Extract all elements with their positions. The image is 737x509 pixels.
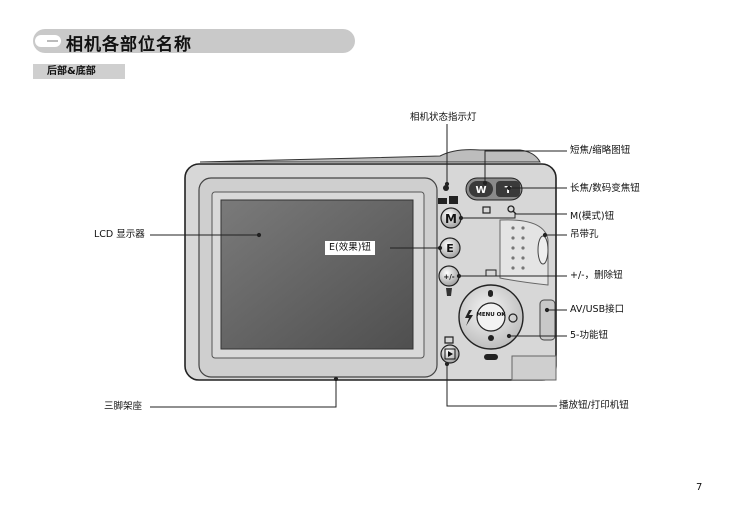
title-bar [33, 29, 355, 53]
print-icon [444, 336, 454, 344]
av-usb-port [539, 299, 556, 341]
play-icon [448, 351, 453, 357]
thumbnail-icon [482, 206, 491, 214]
label-strap-eyelet: 吊带孔 [570, 229, 599, 240]
label-av-usb: AV/USB接口 [570, 304, 625, 315]
camera-mode-icon [438, 198, 447, 204]
magnifier-icon [507, 205, 515, 213]
lcd-screen [220, 199, 414, 350]
dpof-icon [484, 354, 498, 360]
zoom-w-key-label: W [475, 185, 486, 196]
plus-minus-delete-button: +/- [438, 265, 460, 296]
title-bar-pill-icon [35, 35, 61, 47]
leader-lines [150, 124, 567, 408]
label-tripod: 三脚架座 [104, 401, 143, 412]
mode-button: M [440, 207, 462, 229]
five-function-pad: MENU OK [458, 269, 524, 360]
label-status-lamp: 相机状态指示灯 [410, 112, 477, 123]
play-button [440, 344, 460, 364]
microphone-icon [488, 290, 493, 297]
menu-ok-button [476, 302, 506, 332]
strap-eyelet [537, 235, 549, 265]
label-mode-button: M(模式)钮 [570, 211, 615, 222]
page-number: 7 [696, 482, 703, 493]
zoom-w-button [469, 181, 493, 197]
label-plus-minus-delete: +/-，删除钮 [570, 270, 623, 281]
label-zoom-w: 短焦/缩略图钮 [570, 145, 631, 156]
macro-icon [488, 335, 494, 341]
label-play-print: 播放钮/打印机钮 [559, 400, 629, 411]
trash-icon [446, 288, 452, 296]
label-zoom-t: 长焦/数码变焦钮 [570, 183, 640, 194]
page-title: 相机各部位名称 [66, 35, 192, 55]
label-five-function: 5-功能钮 [570, 330, 608, 341]
effect-button: E [439, 237, 461, 259]
zoom-t-key-label: T [505, 185, 512, 196]
mode-button-key: M [445, 212, 457, 226]
pm-key: +/- [443, 273, 454, 281]
status-lamp [443, 185, 449, 191]
flash-icon [465, 310, 473, 326]
movie-mode-icon [449, 196, 458, 204]
speaker-grille [511, 226, 525, 270]
section-tag: 后部&底部 [33, 64, 125, 79]
label-e-button: E(效果)钮 [325, 241, 375, 255]
menu-ok-key: MENU OK [476, 312, 506, 318]
label-lcd: LCD 显示器 [94, 229, 145, 240]
effect-button-key: E [446, 242, 454, 255]
self-timer-icon [508, 313, 518, 323]
